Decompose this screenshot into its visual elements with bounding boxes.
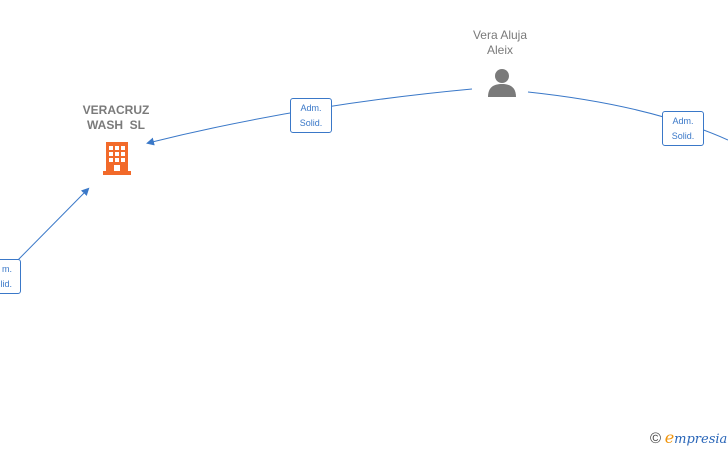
edge-label-line2: Solid. xyxy=(671,131,695,141)
company-name-line2: WASH SL xyxy=(86,118,145,132)
edge-label-line1: Adm. xyxy=(300,103,322,113)
edge-label-adm-solid-1[interactable]: Adm. Solid. xyxy=(290,98,332,133)
copyright-symbol: © xyxy=(650,430,662,447)
company-name-line1: VERACRUZ xyxy=(82,103,150,117)
company-node-label: VERACRUZ WASH SL xyxy=(66,103,166,133)
edge-label-line1: Adm. xyxy=(672,116,694,126)
brand-first-letter: e xyxy=(664,428,675,447)
person-name-line1: Vera Aluja xyxy=(472,28,528,42)
building-icon[interactable] xyxy=(100,140,134,176)
person-name-line2: Aleix xyxy=(486,43,513,57)
edge-label-adm-solid-2[interactable]: Adm. Solid. xyxy=(662,111,704,146)
edge-label-line2: Solid. xyxy=(299,118,323,128)
edge-person-to-right xyxy=(527,91,728,141)
edge-left-to-company xyxy=(13,187,90,265)
edge-label-adm-solid-3[interactable]: m. lid. xyxy=(0,259,21,294)
edge-label-line2: lid. xyxy=(0,279,12,289)
brand-name: mpresia xyxy=(674,432,728,447)
brand-watermark: © empresia xyxy=(650,428,727,447)
edge-label-line1: m. xyxy=(2,264,12,274)
person-icon[interactable] xyxy=(486,66,518,98)
person-node-label: Vera Aluja Aleix xyxy=(440,28,560,58)
